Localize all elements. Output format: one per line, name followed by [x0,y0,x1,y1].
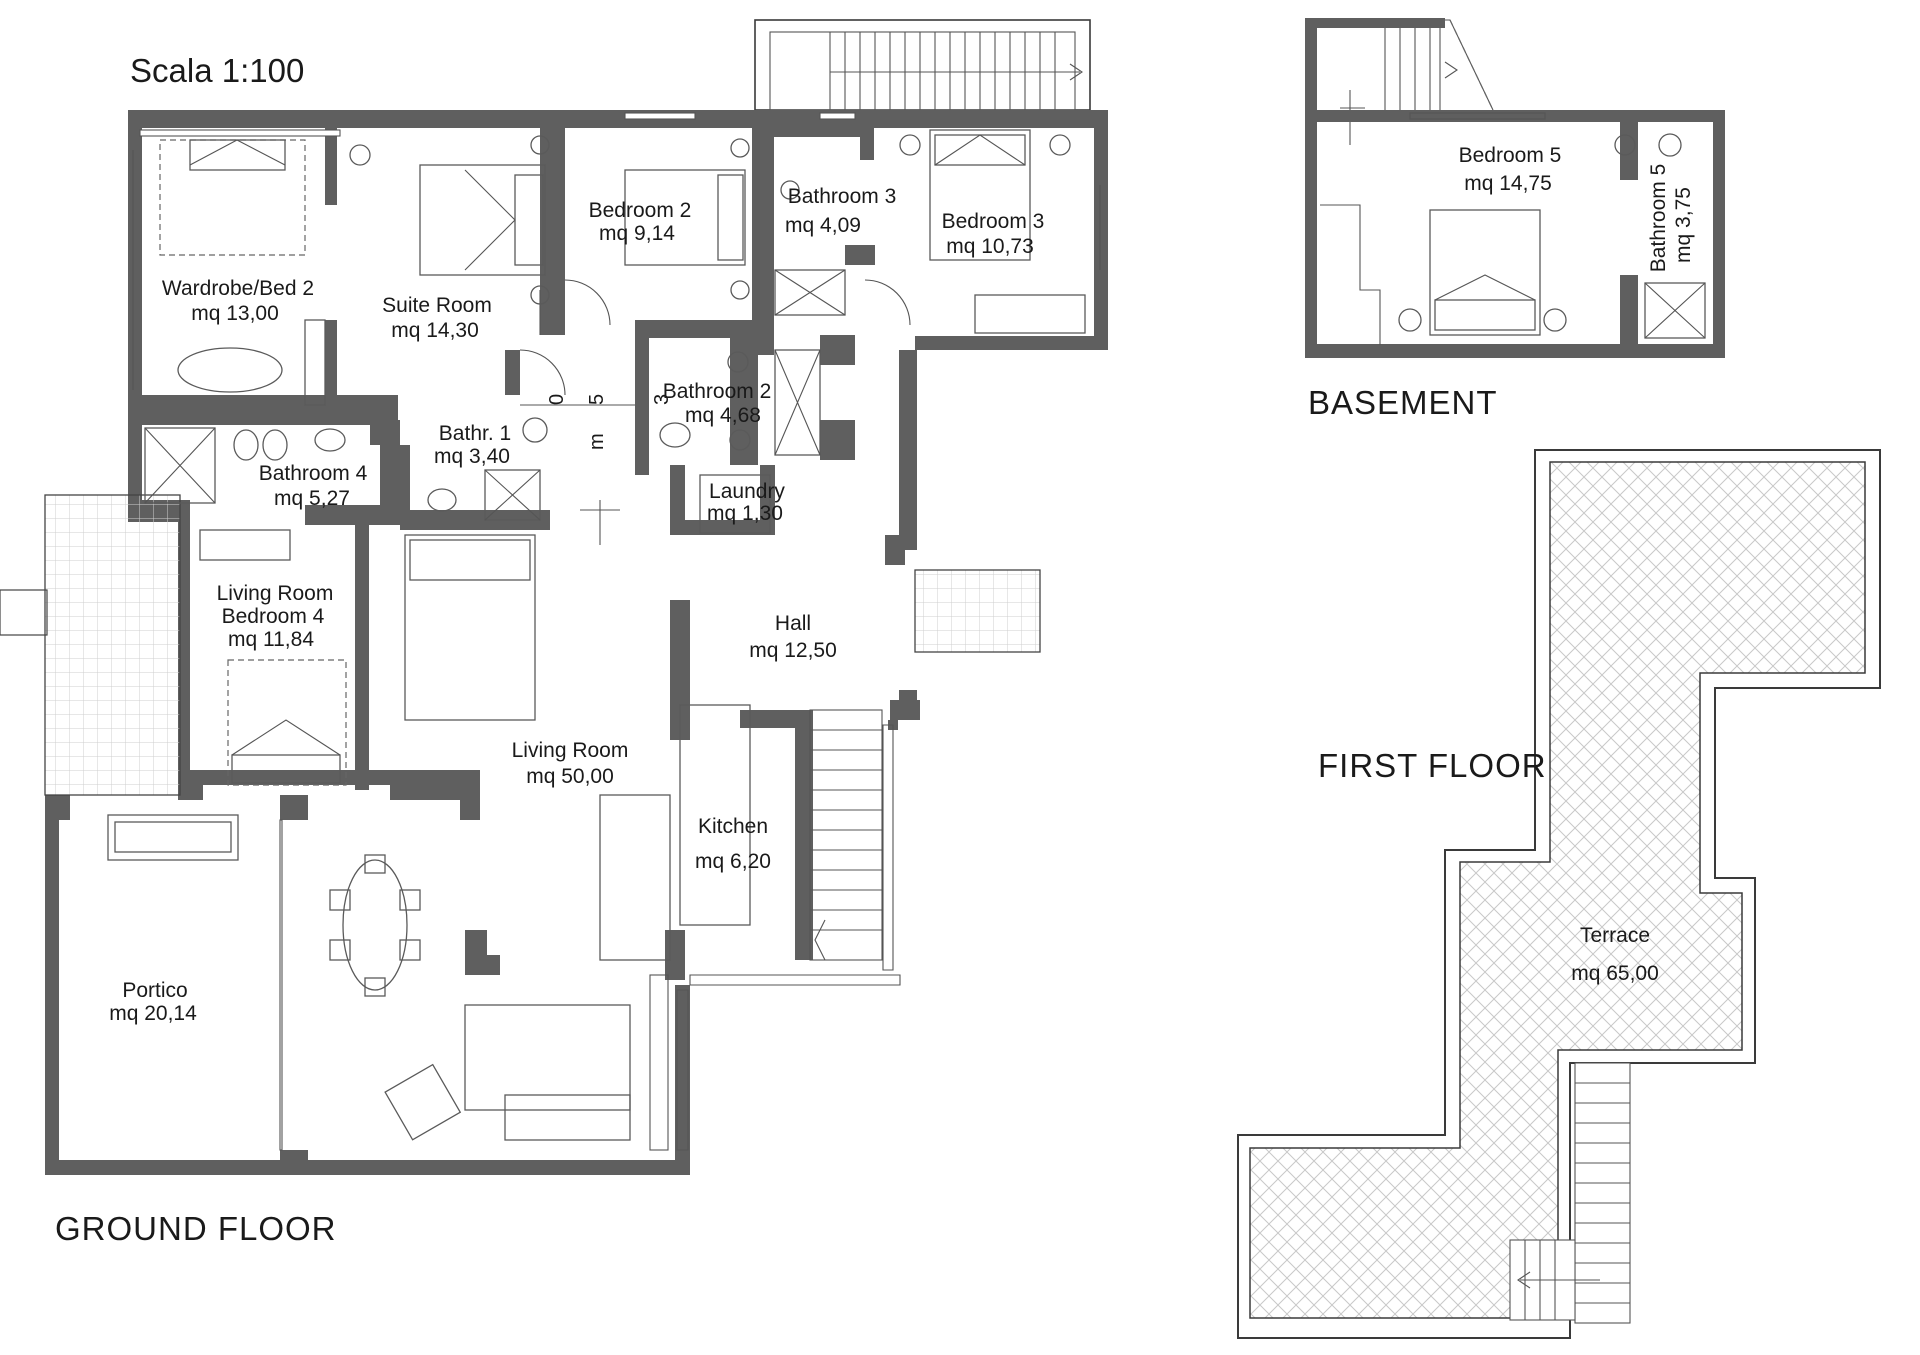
room-name-wardrobe-bed-2: Wardrobe/Bed 2 [162,277,314,300]
exterior-stair-top [754,19,1091,111]
dimension-mark-0: 0 [546,394,568,405]
room-area-bathroom-5: mq 3,75 [1672,187,1695,263]
room-area-bathroom-4: mq 5,27 [274,487,350,510]
room-area-portico: mq 20,14 [109,1002,197,1025]
room-area-suite-room: mq 14,30 [391,319,479,342]
room-name-hall: Hall [775,612,811,635]
room-name-laundry: Laundry [709,480,785,503]
room-name-living-room: Living Room [512,739,629,762]
ground-floor-title: GROUND FLOOR [55,1210,337,1247]
door-swings [519,279,911,545]
room-area-hall: mq 12,50 [749,639,837,662]
room-area-living-room: mq 50,00 [526,765,614,788]
ground-windows [132,112,1101,406]
room-name-bedroom-4: Bedroom 4 [222,605,325,628]
room-area-terrace: mq 65,00 [1571,962,1659,985]
dimension-marks: 0 5 m 3 [546,394,673,450]
room-area-kitchen: mq 6,20 [695,850,771,873]
terrace-outline [1237,449,1881,1339]
dimension-mark-5: 5 [586,394,608,405]
room-area-laundry: mq 1,30 [707,502,783,525]
dimension-mark-m: m [586,433,608,450]
room-area-bedroom-3: mq 10,73 [946,235,1034,258]
room-name-bedroom-5: Bedroom 5 [1459,144,1562,167]
dimension-mark-3: 3 [651,394,673,405]
room-name-bedroom-3: Bedroom 3 [942,210,1045,233]
basement-furniture [1320,133,1706,345]
first-floor-title: FIRST FLOOR [1318,747,1547,784]
basement-stair [1305,19,1494,145]
ground-floor-plan: 0 5 m 3 Wardrobe/Bed 2 mq 13,00 Suite Ro… [0,19,1108,1247]
room-name-bathroom-3: Bathroom 3 [788,185,897,208]
room-name-kitchen: Kitchen [698,815,768,838]
ground-outer-walls [45,110,1108,1175]
room-area-bedroom-2: mq 9,14 [599,222,675,245]
terrace-stair [1509,1062,1631,1324]
ground-room-labels: Wardrobe/Bed 2 mq 13,00 Suite Room mq 14… [109,185,1044,1025]
room-name-portico: Portico [122,979,187,1002]
ground-furniture [107,129,1086,1151]
right-landing [914,569,1041,653]
room-area-bathr-1: mq 3,40 [434,445,510,468]
room-name-terrace: Terrace [1580,924,1650,947]
room-area-bedroom-5: mq 14,75 [1464,172,1552,195]
basement-title: BASEMENT [1308,384,1498,421]
scale-label: Scala 1:100 [130,52,304,89]
room-area-bathroom-3: mq 4,09 [785,214,861,237]
first-floor-plan: Terrace mq 65,00 FIRST FLOOR [1237,449,1881,1339]
terrace-floor [1249,461,1866,1319]
stone-edge [676,724,901,1151]
left-landing [0,494,181,796]
room-name-living-room-line1: Living Room [217,582,334,605]
interior-stair [809,709,883,961]
basement-plan: Bedroom 5 mq 14,75 Bathroom 5 mq 3,75 BA… [1305,18,1725,421]
room-name-suite-room: Suite Room [382,294,492,317]
room-name-bedroom-2: Bedroom 2 [589,199,692,222]
room-name-bathr-1: Bathr. 1 [439,422,511,445]
room-name-bathroom-5: Bathroom 5 [1647,164,1670,273]
ground-interior-walls [128,125,920,980]
room-name-bathroom-4: Bathroom 4 [259,462,368,485]
room-area-bathroom-2: mq 4,68 [685,404,761,427]
room-area-wardrobe-bed-2: mq 13,00 [191,302,279,325]
room-area-living-bedroom-4: mq 11,84 [228,628,314,651]
room-name-bathroom-2: Bathroom 2 [663,380,772,403]
